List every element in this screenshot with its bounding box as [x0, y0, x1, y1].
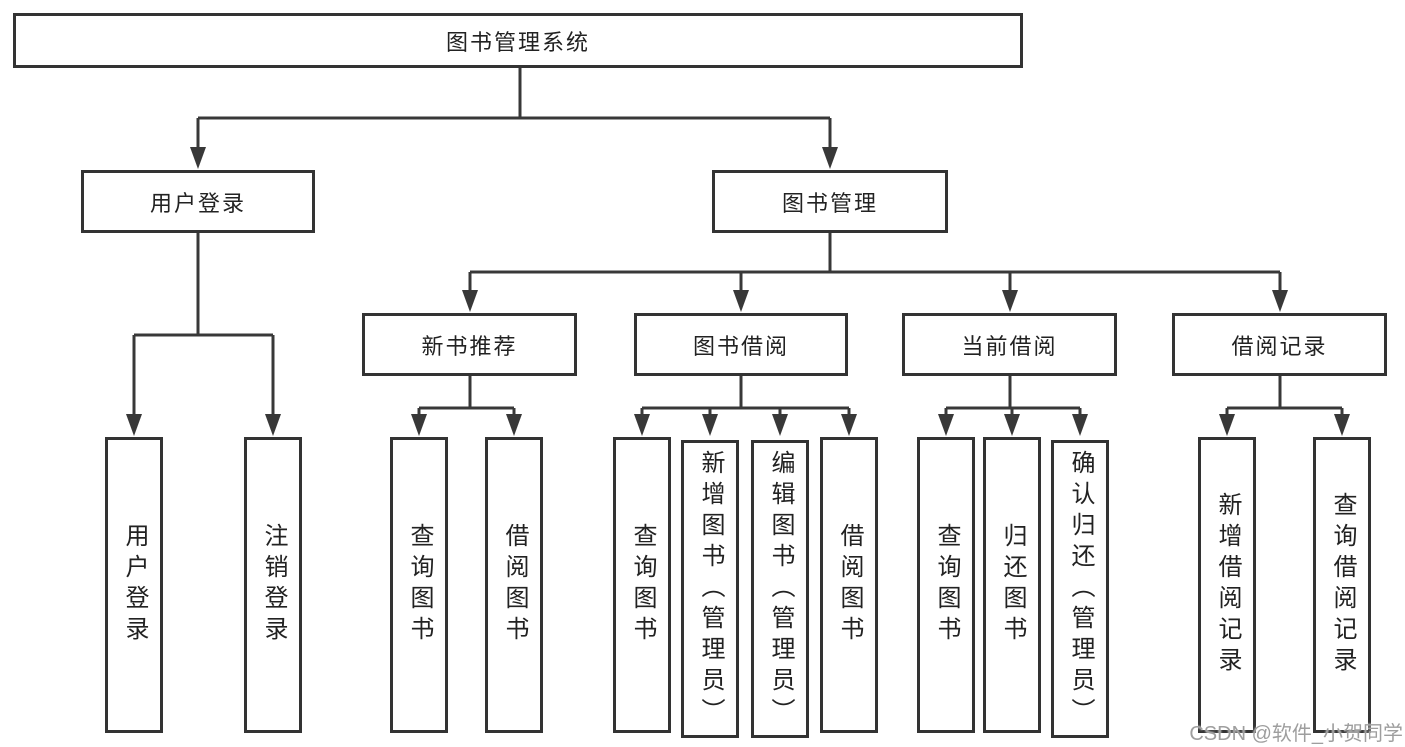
- node-leaf-logout: 注销登录: [244, 437, 302, 733]
- node-leaf-borrow-books: 借阅图书: [820, 437, 878, 733]
- node-leaf-add-borrow-record: 新增借阅记录: [1198, 437, 1256, 733]
- node-label: 图书管理: [781, 190, 878, 216]
- node-label: 编辑图书（管理员）: [767, 449, 794, 729]
- node-leaf-query-books: 查询图书: [917, 437, 975, 733]
- node-label: 用户登录: [149, 190, 246, 216]
- node-label: 新增图书（管理员）: [697, 449, 724, 729]
- node-label: 当前借阅: [961, 333, 1058, 359]
- node-label: 新增借阅记录: [1214, 492, 1241, 678]
- node-label: 查询图书: [933, 523, 960, 647]
- node-label: 查询图书: [406, 523, 433, 647]
- node-label: 查询图书: [629, 523, 656, 647]
- node-leaf-query-books: 查询图书: [390, 437, 448, 733]
- node-label: 确认归还（管理员）: [1067, 449, 1094, 729]
- node-label: 用户登录: [121, 523, 148, 647]
- node-leaf-add-books-admin: 新增图书（管理员）: [681, 440, 739, 738]
- node-label: 图书管理系统: [445, 29, 590, 55]
- node-borrowing-records: 借阅记录: [1172, 313, 1387, 376]
- node-new-book-recommendation: 新书推荐: [362, 313, 577, 376]
- watermark: CSDN @软件_小贺同学: [1189, 723, 1403, 745]
- node-user-login: 用户登录: [81, 170, 315, 233]
- node-label: 借阅记录: [1231, 333, 1328, 359]
- node-label: 注销登录: [260, 523, 287, 647]
- node-leaf-return-books: 归还图书: [983, 437, 1041, 733]
- node-leaf-edit-books-admin: 编辑图书（管理员）: [751, 440, 809, 738]
- node-leaf-borrow-books: 借阅图书: [485, 437, 543, 733]
- node-label: 新书推荐: [421, 333, 518, 359]
- node-leaf-query-borrow-record: 查询借阅记录: [1313, 437, 1371, 733]
- node-label: 归还图书: [999, 523, 1026, 647]
- node-label: 图书借阅: [692, 333, 789, 359]
- node-library-system: 图书管理系统: [13, 13, 1023, 68]
- node-label: 借阅图书: [501, 523, 528, 647]
- node-label: 借阅图书: [836, 523, 863, 647]
- node-label: 查询借阅记录: [1329, 492, 1356, 678]
- node-book-management: 图书管理: [712, 170, 948, 233]
- node-leaf-query-books: 查询图书: [613, 437, 671, 733]
- node-current-borrowing: 当前借阅: [902, 313, 1117, 376]
- node-book-borrowing: 图书借阅: [634, 313, 848, 376]
- node-leaf-user-login: 用户登录: [105, 437, 163, 733]
- node-leaf-confirm-return-admin: 确认归还（管理员）: [1051, 440, 1109, 738]
